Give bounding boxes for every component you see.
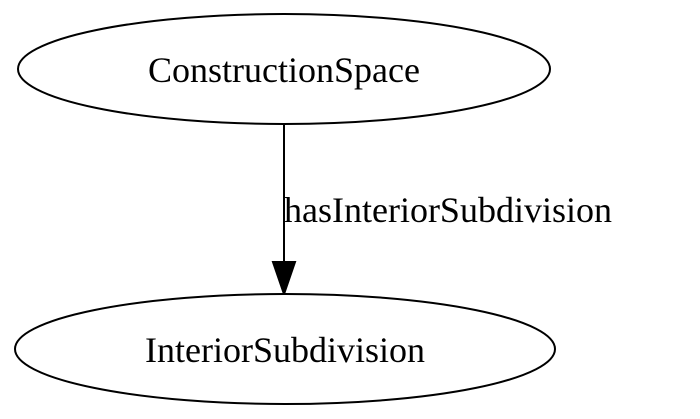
node-interior-subdivision-ellipse [14,293,556,405]
node-construction-space-label: ConstructionSpace [148,50,420,90]
edge-has-interior-subdivision: hasInteriorSubdivision [271,124,612,298]
arrowhead-icon [271,261,297,298]
node-interior-subdivision-label: InteriorSubdivision [145,330,425,370]
node-construction-space: ConstructionSpace [17,13,551,125]
node-interior-subdivision: InteriorSubdivision [14,293,556,405]
edge-label: hasInteriorSubdivision [284,190,612,230]
